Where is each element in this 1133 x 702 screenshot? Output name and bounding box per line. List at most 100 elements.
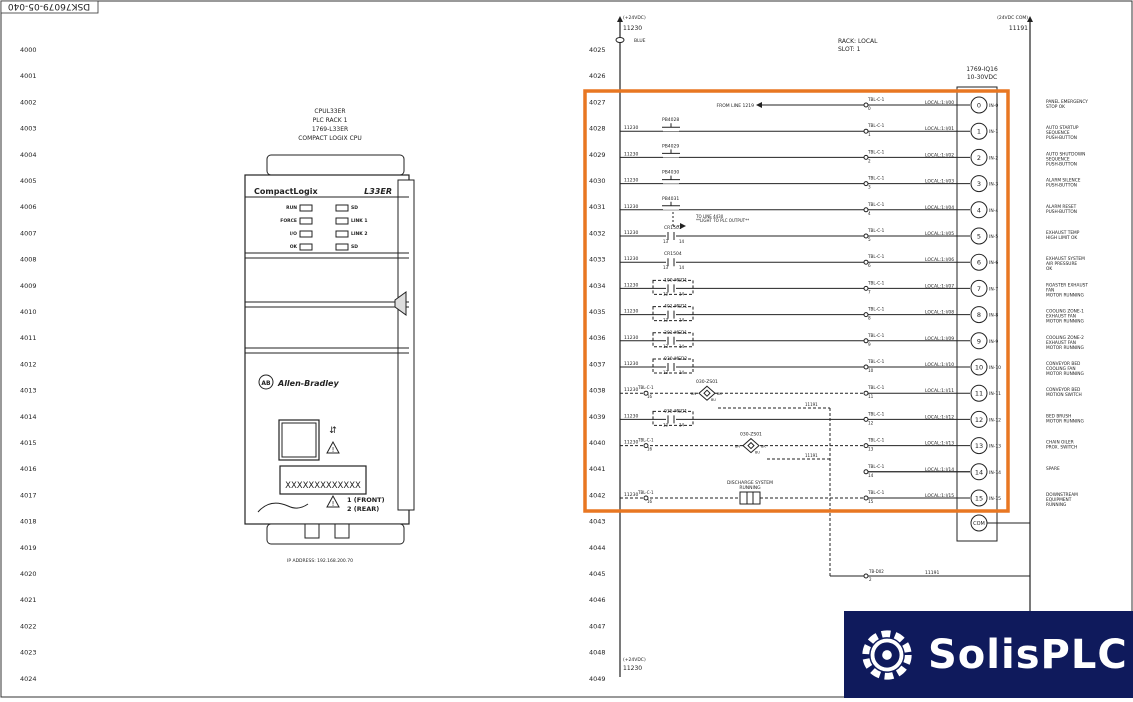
plc-address: LOCAL:1:I/07 bbox=[925, 283, 954, 289]
cpu-display bbox=[279, 465, 367, 495]
wire-number: 11230 bbox=[624, 204, 638, 210]
rung-number: 4036 bbox=[589, 334, 606, 342]
terminal-number: 5 bbox=[868, 237, 871, 242]
plc-address: LOCAL:1:I/10 bbox=[925, 362, 954, 368]
io-module-catalog: 1769-IQ16 bbox=[966, 66, 998, 73]
rung-number: 4014 bbox=[20, 413, 37, 421]
terminal-block: TBL-C-1 bbox=[867, 97, 885, 102]
rung-number: 4032 bbox=[589, 229, 606, 237]
terminal-block: TBL-C-1 bbox=[867, 438, 885, 443]
cpu-rack: PLC RACK 1 bbox=[313, 117, 348, 124]
svg-text:2: 2 bbox=[869, 577, 872, 582]
input-rung: 11230030-ZS01BNBUBKTBL-C-116TBL-C-111LOC… bbox=[620, 379, 1082, 402]
device-tag: 030-ZS01 bbox=[740, 432, 762, 438]
warning-icon bbox=[326, 440, 340, 454]
cpu-tag: CPUL33ER bbox=[314, 108, 345, 115]
input-number: 0 bbox=[977, 102, 981, 110]
wire-number: 11230 bbox=[624, 125, 638, 131]
cpu-top-tab bbox=[266, 154, 405, 176]
led bbox=[299, 230, 313, 238]
terminal-number: 8 bbox=[868, 316, 871, 321]
input-description: BED BRUSH bbox=[1046, 413, 1071, 419]
input-terminal bbox=[970, 306, 988, 324]
rung-number: 4010 bbox=[20, 308, 37, 316]
device-tag: DISCHARGE SYSTEM bbox=[727, 480, 773, 486]
led-label: LINK 1 bbox=[351, 218, 368, 224]
svg-text:TBL-C-1: TBL-C-1 bbox=[637, 385, 654, 390]
input-number: 10 bbox=[975, 364, 983, 372]
port-1-label: 1 (FRONT) bbox=[347, 496, 385, 504]
input-description: ALARM RESET bbox=[1046, 204, 1077, 210]
wire-number: 11230 bbox=[624, 492, 638, 498]
device-tag: PB4028 bbox=[662, 117, 679, 123]
terminal-number: 9 bbox=[868, 342, 871, 347]
rung-number: 4028 bbox=[589, 125, 606, 133]
input-channel: IN-8 bbox=[989, 313, 998, 319]
line-4430-ref: TO LINE 4430 bbox=[695, 214, 724, 219]
input-terminal bbox=[970, 437, 988, 455]
plc-address: LOCAL:1:I/09 bbox=[925, 336, 954, 342]
input-terminal bbox=[970, 489, 988, 507]
input-terminal bbox=[970, 175, 988, 193]
warning-icon-ports bbox=[326, 494, 340, 508]
led-label: SD bbox=[351, 205, 358, 211]
terminal-number: 4 bbox=[868, 211, 871, 216]
input-channel: IN-3 bbox=[989, 182, 998, 188]
plc-address: LOCAL:1:I/15 bbox=[925, 493, 954, 499]
input-terminal bbox=[970, 148, 988, 166]
input-description: COOLING FAN bbox=[1046, 366, 1076, 372]
svg-text:!: ! bbox=[332, 446, 335, 454]
led bbox=[335, 204, 349, 212]
input-description: PUSH-BUTTON bbox=[1046, 209, 1077, 215]
rung-number: 4003 bbox=[20, 125, 37, 133]
rung-number: 4011 bbox=[20, 334, 37, 342]
highlight-box bbox=[583, 89, 1010, 513]
light-output-note: **LIGHT TO PLC OUTPUT** bbox=[696, 218, 749, 223]
input-description: CHAIN OILER bbox=[1046, 440, 1074, 446]
rung-number: 4027 bbox=[589, 98, 606, 106]
rack-label: RACK: LOCAL bbox=[838, 38, 878, 45]
wire-number: 11230 bbox=[624, 178, 638, 184]
supply-top-label: (+24VDC) bbox=[623, 15, 646, 21]
rung-number: 4002 bbox=[20, 98, 37, 106]
terminal-number: 14 bbox=[868, 473, 874, 478]
cpu-rail bbox=[397, 179, 415, 511]
rung-number: 4001 bbox=[20, 72, 37, 80]
terminal-number: 11 bbox=[868, 394, 874, 399]
wire-number: 11230 bbox=[624, 151, 638, 157]
input-number: 4 bbox=[977, 206, 981, 214]
input-channel: IN-4 bbox=[989, 208, 998, 214]
svg-text:16: 16 bbox=[647, 394, 653, 399]
input-description: EXHAUST TEMP bbox=[1046, 230, 1080, 236]
tb-d02: TB-D02 bbox=[868, 569, 884, 574]
com-label: (24VDC COM) bbox=[997, 15, 1028, 21]
io-module-voltage: 10-30VDC bbox=[967, 74, 997, 81]
led bbox=[335, 217, 349, 225]
rung-number: 4005 bbox=[20, 177, 37, 185]
rung-number: 4048 bbox=[589, 649, 606, 657]
cpu-catalog: 1769-L33ER bbox=[312, 126, 348, 133]
rung-number: 4038 bbox=[589, 387, 606, 395]
wire-number: 11230 bbox=[624, 413, 638, 419]
led bbox=[299, 217, 313, 225]
led-label: LINK 2 bbox=[351, 231, 368, 237]
rung-number: 4026 bbox=[589, 72, 606, 80]
rung-number: 4029 bbox=[589, 151, 606, 159]
input-number: 5 bbox=[977, 233, 981, 241]
terminal-number: 2 bbox=[868, 158, 871, 163]
gear-icon bbox=[862, 629, 912, 680]
rung-number: 4022 bbox=[20, 622, 37, 630]
svg-text:BU: BU bbox=[711, 398, 716, 402]
rung-number: 4020 bbox=[20, 570, 37, 578]
led-label: SD bbox=[351, 244, 358, 250]
input-description: ALARM SILENCE bbox=[1046, 178, 1081, 184]
rung-number: 4043 bbox=[589, 518, 606, 526]
svg-text:BU: BU bbox=[755, 451, 760, 455]
supply-bottom-label: (+24VDC) bbox=[623, 657, 646, 663]
cpu-ip-address: IP ADDRESS: 192.168.200.70 bbox=[287, 558, 353, 564]
device-tag: CR1504 bbox=[664, 251, 682, 257]
terminal-block: TBL-C-1 bbox=[867, 149, 885, 154]
